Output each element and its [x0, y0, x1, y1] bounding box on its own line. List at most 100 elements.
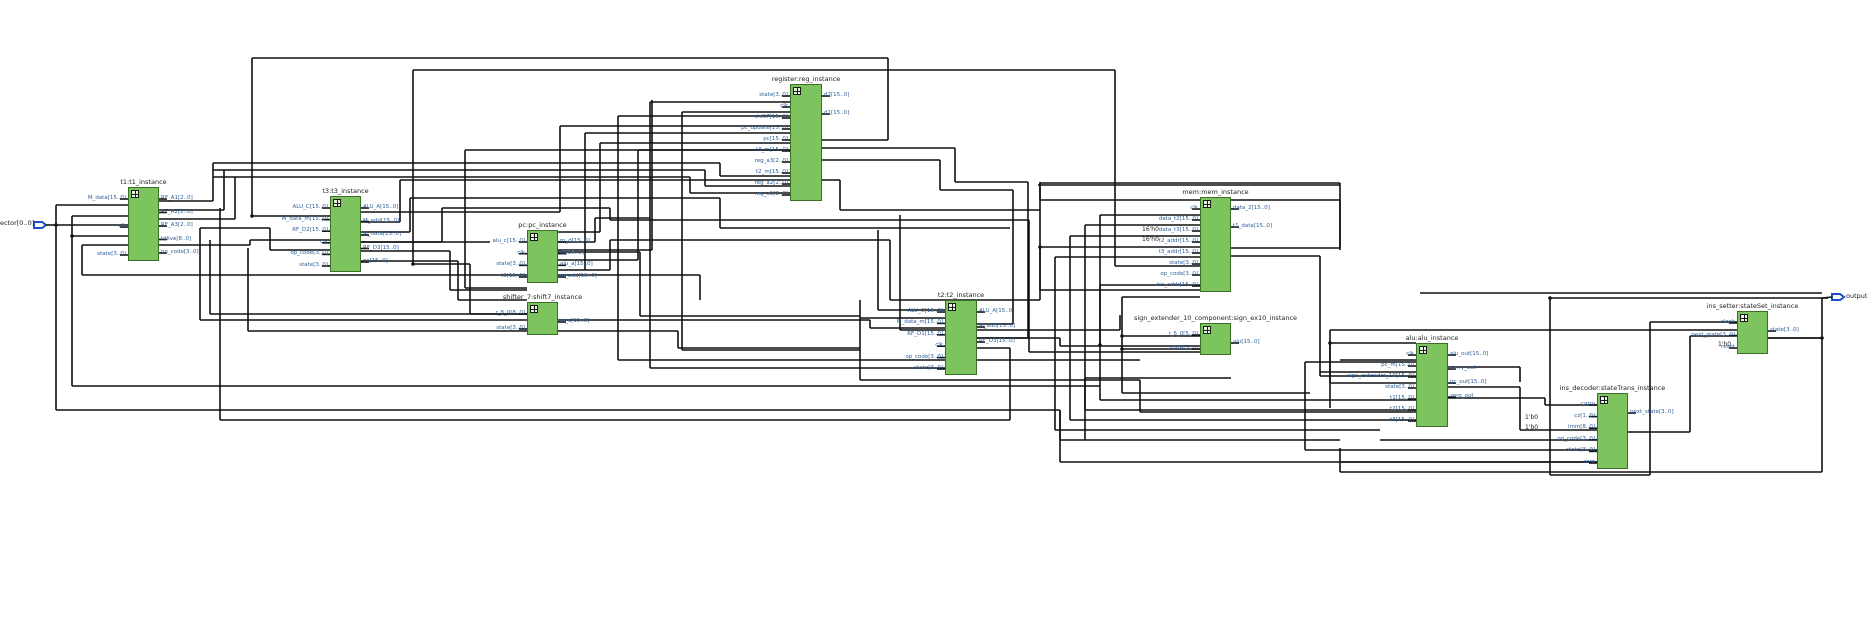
const-label: 16'h0: [1142, 226, 1159, 233]
expand-hierarchy-icon[interactable]: [1600, 396, 1608, 404]
input-pin-label: M_data[15..0]: [87, 195, 126, 201]
wire-junction: [1120, 347, 1124, 351]
input-pin-label: r_8_0[8..0]: [495, 310, 525, 316]
output-pin-label: RF_A2[2..0]: [161, 208, 193, 215]
output-pin-label: pc_out[15..0]: [1450, 379, 1487, 385]
block-title: pc:pc_instance: [518, 221, 567, 229]
input-pin-label: clk: [1406, 351, 1414, 357]
input-pin-label: cz[1..0]: [1574, 412, 1595, 419]
expand-hierarchy-icon[interactable]: [530, 233, 538, 241]
input-pin-label: data_t3[15..0]: [1158, 227, 1198, 233]
block-t1[interactable]: [128, 187, 159, 261]
block-sx[interactable]: [1200, 323, 1231, 355]
output-port-shape[interactable]: [1831, 293, 1846, 301]
block-title: t2:t2_instance: [937, 291, 985, 299]
expand-hierarchy-icon[interactable]: [333, 199, 341, 207]
block-mem[interactable]: [1200, 197, 1231, 292]
wire-junction: [70, 234, 74, 238]
wire-junction: [1328, 341, 1332, 345]
input-pin-label: reset: [1721, 344, 1735, 350]
input-pin-label: ALU_C[15..0]: [292, 204, 328, 210]
input-pin-label: r_5_0[5..0]: [1168, 331, 1198, 337]
const-label: 1'b0: [1525, 424, 1539, 431]
output-pin-label: RF_A1[2..0]: [161, 195, 193, 201]
input-pin-label: clk: [780, 103, 788, 109]
output-pin-label: zero_out: [1450, 393, 1474, 399]
output-pin-label: M_add[15..0]: [979, 323, 1016, 329]
output-pin-label: data_2[15..0]: [1233, 205, 1270, 211]
expand-hierarchy-icon[interactable]: [948, 303, 956, 311]
output-pin-label: pc[15..0]: [363, 258, 388, 264]
input-pin-label: t3_addr[15..0]: [1158, 249, 1198, 255]
expand-hierarchy-icon[interactable]: [1740, 314, 1748, 322]
input-pin-label: op_code[3..0]: [290, 250, 328, 257]
input-pin-label: carry: [1580, 401, 1595, 407]
input-pin-label: op_code[3..0]: [1160, 271, 1198, 277]
output-pin-label: m_d[15..0]: [560, 238, 590, 244]
input-port-shape[interactable]: [33, 221, 48, 229]
expand-hierarchy-icon[interactable]: [1203, 326, 1211, 334]
output-pin-label: RF_A3[2..0]: [161, 222, 193, 228]
input-pin-label: clock: [1720, 319, 1735, 325]
const-label: 1'h0: [1718, 341, 1732, 348]
input-pin-label: clk: [935, 342, 943, 349]
input-pin-label: t3[15..0]: [1390, 417, 1414, 423]
output-pin-label: next_state[3..0]: [1630, 409, 1674, 415]
input-pin-label: state[3..0]: [1566, 447, 1595, 454]
block-ss[interactable]: [1737, 311, 1768, 354]
block-alu[interactable]: [1416, 343, 1448, 427]
output-pin-label: RF_D3[15..0]: [363, 244, 399, 251]
output-pin-label: alu[15..0]: [1233, 339, 1260, 345]
output-pin-label: state[3..0]: [1770, 327, 1799, 333]
block-title: ins_decoder:stateTrans_instance: [1559, 384, 1666, 392]
block-reg[interactable]: [790, 84, 822, 201]
input-pin-label: clk: [320, 238, 328, 245]
block-t3[interactable]: [330, 196, 361, 272]
expand-hierarchy-icon[interactable]: [131, 190, 139, 198]
input-pin-label: zero: [1583, 459, 1595, 465]
input-pin-label: M_data_m[15..0]: [896, 319, 943, 326]
expand-hierarchy-icon[interactable]: [1203, 200, 1211, 208]
block-title: shifter_7:shift7_instance: [502, 293, 583, 301]
output-pin-label: d1[15..0]: [824, 110, 850, 116]
block-t2[interactable]: [945, 300, 977, 375]
input-pin-label: state[3..0]: [97, 251, 126, 257]
block-shifter[interactable]: [527, 302, 558, 335]
output-port-label[interactable]: output: [1846, 292, 1868, 300]
block-title: sign_extender_10_component:sign_ex10_ins…: [1133, 314, 1298, 322]
input-pin-label: state[3..0]: [496, 261, 525, 268]
wire-junction: [1120, 334, 1124, 338]
block-title: t3:t3_instance: [322, 187, 369, 195]
input-pin-label: data_t2[15..0]: [1158, 216, 1198, 222]
input-pin-label: imm[8..0]: [1567, 424, 1595, 431]
input-pin-label: t2_addr[15..0]: [1158, 238, 1198, 244]
input-pin-label: clk: [517, 249, 525, 256]
input-pin-label: op_code[3..0]: [1557, 435, 1595, 442]
input-pin-label: t2[15..0]: [1390, 406, 1414, 412]
input-pin-label: pc[15..0]: [763, 136, 788, 142]
input-pin-label: M_data_m[15..0]: [281, 215, 328, 222]
block-title: mem:mem_instance: [1182, 188, 1249, 196]
expand-hierarchy-icon[interactable]: [793, 87, 801, 95]
wire-junction: [1820, 336, 1824, 340]
expand-hierarchy-icon[interactable]: [1419, 346, 1427, 354]
output-pin-label: ALU_A[15..0]: [363, 204, 399, 210]
output-pin-label: m_add[15..0]: [560, 273, 597, 279]
output-pin-label: carry_out: [1450, 365, 1476, 371]
input-pin-label: state[3..0]: [299, 262, 328, 268]
output-pin-label: d2[15..0]: [824, 92, 850, 98]
input-pin-label: shift7[15..0]: [754, 114, 788, 120]
input-pin-label: state[3..0]: [759, 92, 788, 98]
input-port-label[interactable]: ector[0..0]: [0, 219, 35, 227]
block-pc[interactable]: [527, 230, 558, 283]
const-label: 16'h0: [1142, 236, 1159, 243]
expand-hierarchy-icon[interactable]: [530, 305, 538, 313]
input-pin-label: pc_update[15..0]: [741, 125, 788, 131]
block-title: alu:alu_instance: [1405, 334, 1459, 342]
input-pin-label: reg_a1[2..0]: [754, 191, 788, 197]
block-dec[interactable]: [1597, 393, 1628, 469]
wire-junction: [1548, 296, 1552, 300]
input-pin-label: next_state[3..0]: [1691, 331, 1735, 338]
